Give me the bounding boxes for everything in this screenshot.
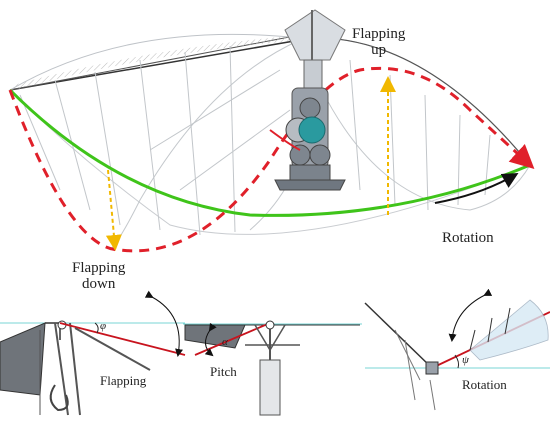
- panel-pitch-label: Pitch: [210, 364, 237, 379]
- angle-alpha-label: α: [222, 336, 228, 348]
- green-tip-path: [8, 88, 531, 217]
- right-leading-edge: [299, 36, 531, 166]
- flapping-down-line1: Flapping: [72, 260, 126, 276]
- panel-rotation-label: Rotation: [462, 377, 507, 392]
- rotation-arrow: [434, 173, 519, 204]
- panel-flapping: [0, 290, 186, 416]
- flapping-mechanism: [269, 9, 346, 191]
- panel-rotation: [364, 288, 550, 411]
- panel-pitch: [183, 320, 362, 416]
- rotation-top-label: Rotation: [442, 230, 494, 246]
- flapping-down-arrow: [105, 169, 122, 251]
- panel-flapping-label: Flapping: [100, 373, 147, 388]
- red-dashed-trajectory: [8, 66, 535, 253]
- flapping-up-line1: Flapping: [352, 26, 406, 42]
- angle-psi-label: ψ: [462, 354, 469, 366]
- upper-wing-surface: [9, 33, 531, 251]
- flapping-up-line2: up: [371, 42, 387, 58]
- flapping-down-line2: down: [82, 276, 116, 292]
- flapping-down-label: Flapping down: [72, 260, 125, 292]
- angle-phi-label: φ: [100, 320, 107, 332]
- flapping-up-label: Flapping up: [352, 26, 405, 58]
